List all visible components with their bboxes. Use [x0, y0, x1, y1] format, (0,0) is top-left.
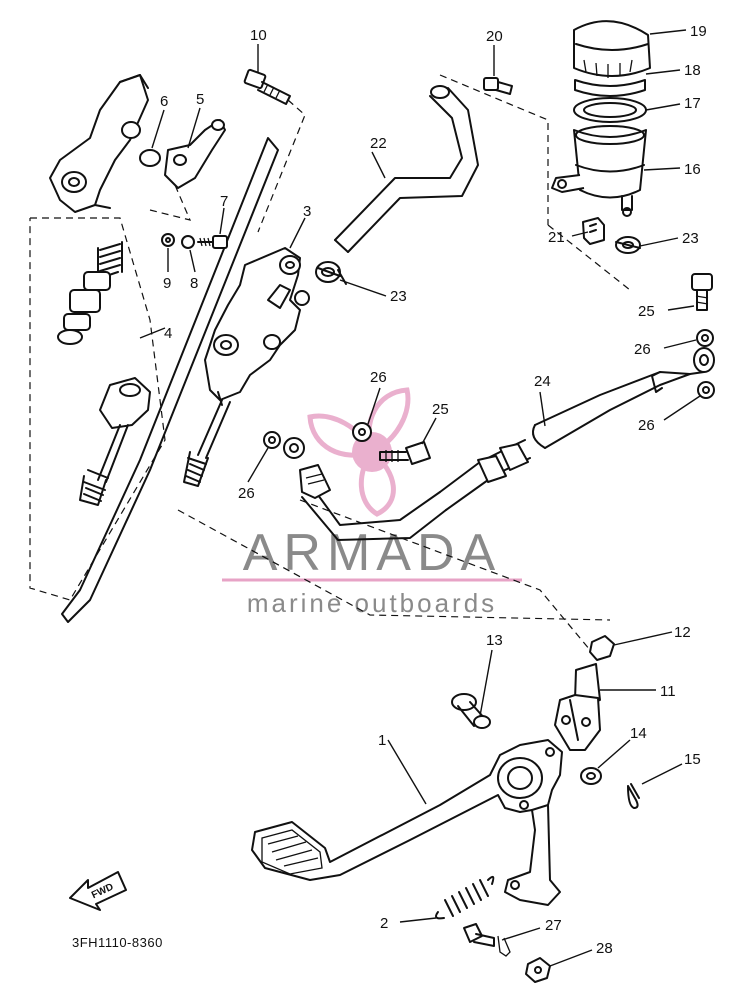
- part-label: 24: [534, 373, 551, 390]
- hose-clip: [315, 261, 347, 285]
- clevis: [554, 663, 601, 751]
- hose-joint: [164, 119, 226, 189]
- watermark-tagline: marine outboards: [247, 588, 497, 618]
- part-label: 26: [370, 369, 387, 386]
- part-label: 17: [684, 95, 701, 112]
- part-label: 21: [548, 229, 565, 246]
- part-label: 10: [250, 27, 267, 44]
- drawing-code: 3FH1110-8360: [72, 935, 163, 950]
- lock-nut: [589, 635, 615, 661]
- part-label: 12: [674, 624, 691, 641]
- part-label: 2: [380, 915, 388, 932]
- cotter-pin: [627, 783, 640, 809]
- part-label: 19: [690, 23, 707, 40]
- union-bolt: [691, 273, 713, 311]
- washer: [580, 767, 602, 785]
- master-cylinder: [183, 247, 310, 487]
- watermark: ARMADA marine outboards: [222, 387, 522, 618]
- reservoir-clip: [615, 236, 641, 254]
- part-label: 26: [638, 417, 655, 434]
- part-label: 16: [684, 161, 701, 178]
- part-label: 9: [163, 275, 171, 292]
- nut: [181, 235, 195, 249]
- watermark-brand: ARMADA: [243, 524, 501, 582]
- brake-pedal: [251, 739, 563, 906]
- gasket: [263, 431, 281, 449]
- part-label: 15: [684, 751, 701, 768]
- part-label: 14: [630, 725, 647, 742]
- part-label: 23: [390, 288, 407, 305]
- gasket: [352, 422, 372, 442]
- rod-outline: [61, 137, 279, 623]
- gasket: [697, 381, 715, 399]
- pedal-return-spring: [435, 875, 495, 920]
- piston-kit: [57, 271, 111, 345]
- part-label: 20: [486, 28, 503, 45]
- pedal-nut: [525, 957, 551, 983]
- o-ring: [139, 149, 161, 167]
- front-direction-arrow-icon: FWD: [69, 871, 127, 911]
- part-label: 7: [220, 193, 228, 210]
- part-label: 25: [432, 401, 449, 418]
- reservoir-bolt: [483, 77, 513, 95]
- pivot-bolt: [451, 693, 491, 729]
- pedal-bolt: [463, 923, 511, 957]
- gasket: [283, 437, 305, 459]
- gasket: [696, 329, 714, 347]
- washer: [161, 233, 175, 247]
- part-label: 23: [682, 230, 699, 247]
- part-label: 26: [634, 341, 651, 358]
- part-label: 18: [684, 62, 701, 79]
- part-label: 3: [303, 203, 311, 220]
- part-label: 27: [545, 917, 562, 934]
- part-number-labels: 1 2 3 4 5 6 7 8 9 10 11 12 13 14 15 16 1…: [160, 23, 707, 957]
- top-bolt: [243, 68, 291, 105]
- part-label: 13: [486, 632, 503, 649]
- reservoir-bracket: [582, 217, 605, 245]
- part-label: 5: [196, 91, 204, 108]
- part-label: 4: [164, 325, 172, 342]
- part-label: 25: [638, 303, 655, 320]
- part-label: 6: [160, 93, 168, 110]
- leader-lines: [139, 29, 701, 967]
- small-bolt: [197, 235, 228, 249]
- part-label: 11: [660, 683, 676, 700]
- union-bolt-middle: [379, 441, 431, 465]
- part-label: 22: [370, 135, 387, 152]
- reservoir-hose: [334, 85, 479, 253]
- part-label: 26: [238, 485, 255, 502]
- reservoir-tank: [551, 20, 651, 217]
- part-label: 8: [190, 275, 198, 292]
- part-label: 1: [378, 732, 386, 749]
- master-cylinder-body: [49, 74, 149, 213]
- assembly-dashed-lines: [29, 74, 631, 651]
- brake-hose: [299, 347, 715, 541]
- push-rod: [79, 377, 151, 506]
- part-label: 28: [596, 940, 613, 957]
